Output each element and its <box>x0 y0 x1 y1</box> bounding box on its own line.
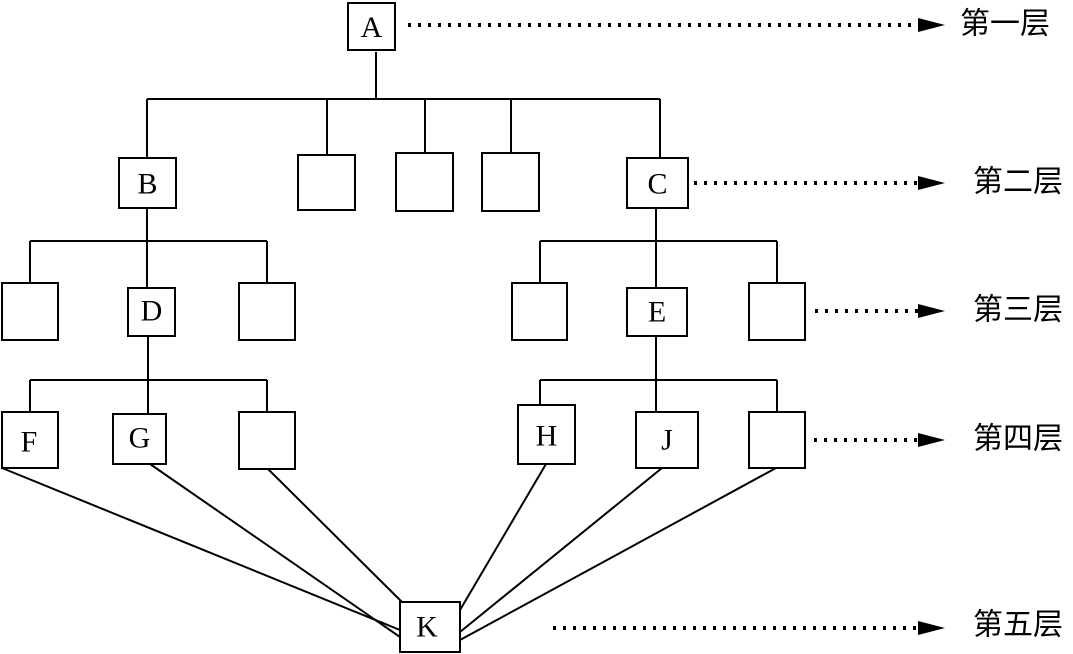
empty-node-level-2-1 <box>297 154 356 211</box>
connectors-to-k <box>1 463 777 641</box>
empty-node-level-3-3 <box>511 282 568 341</box>
node-g-label: G <box>129 422 151 455</box>
node-a-label: A <box>361 11 383 44</box>
level-label-5: 第五层 <box>973 608 1063 643</box>
node-j-label: J <box>661 424 673 457</box>
node-b-label: B <box>137 168 157 201</box>
node-c-label: C <box>647 168 667 201</box>
node-e-label: E <box>648 296 666 329</box>
level-arrow-5 <box>553 621 945 635</box>
node-d-label: D <box>141 295 163 328</box>
level-arrow-2 <box>694 176 945 190</box>
empty-node-level-4-2 <box>748 411 806 469</box>
empty-node-level-3-4 <box>748 282 806 341</box>
node-f: F <box>1 411 59 469</box>
node-a: A <box>347 2 396 51</box>
empty-node-level-3-1 <box>1 282 59 341</box>
node-d: D <box>127 287 176 337</box>
node-f-label: F <box>21 426 38 459</box>
node-e: E <box>626 287 688 337</box>
connectors-c-children <box>539 208 778 288</box>
level-label-3: 第三层 <box>973 293 1063 328</box>
empty-node-level-3-2 <box>238 282 296 341</box>
node-k-label: K <box>416 611 438 644</box>
node-h-label: H <box>536 420 558 453</box>
node-g: G <box>112 413 167 465</box>
node-c: C <box>626 157 689 209</box>
level-label-1: 第一层 <box>960 7 1050 42</box>
level-label-4: 第四层 <box>973 422 1063 457</box>
connectors-b-children <box>29 208 268 288</box>
connectors-level-1-2 <box>146 52 661 158</box>
connectors-e-children <box>539 336 778 412</box>
level-arrow-4 <box>814 433 945 447</box>
level-arrow-3 <box>815 304 945 318</box>
node-k: K <box>399 601 461 653</box>
empty-node-level-2-3 <box>481 152 540 212</box>
empty-node-level-2-2 <box>395 152 454 212</box>
node-j: J <box>635 411 699 469</box>
level-arrow-1 <box>408 18 945 32</box>
node-h: H <box>517 404 576 465</box>
connectors-d-children <box>29 336 268 414</box>
level-label-2: 第二层 <box>973 165 1063 200</box>
node-b: B <box>118 157 177 209</box>
empty-node-level-4-1 <box>238 411 296 470</box>
